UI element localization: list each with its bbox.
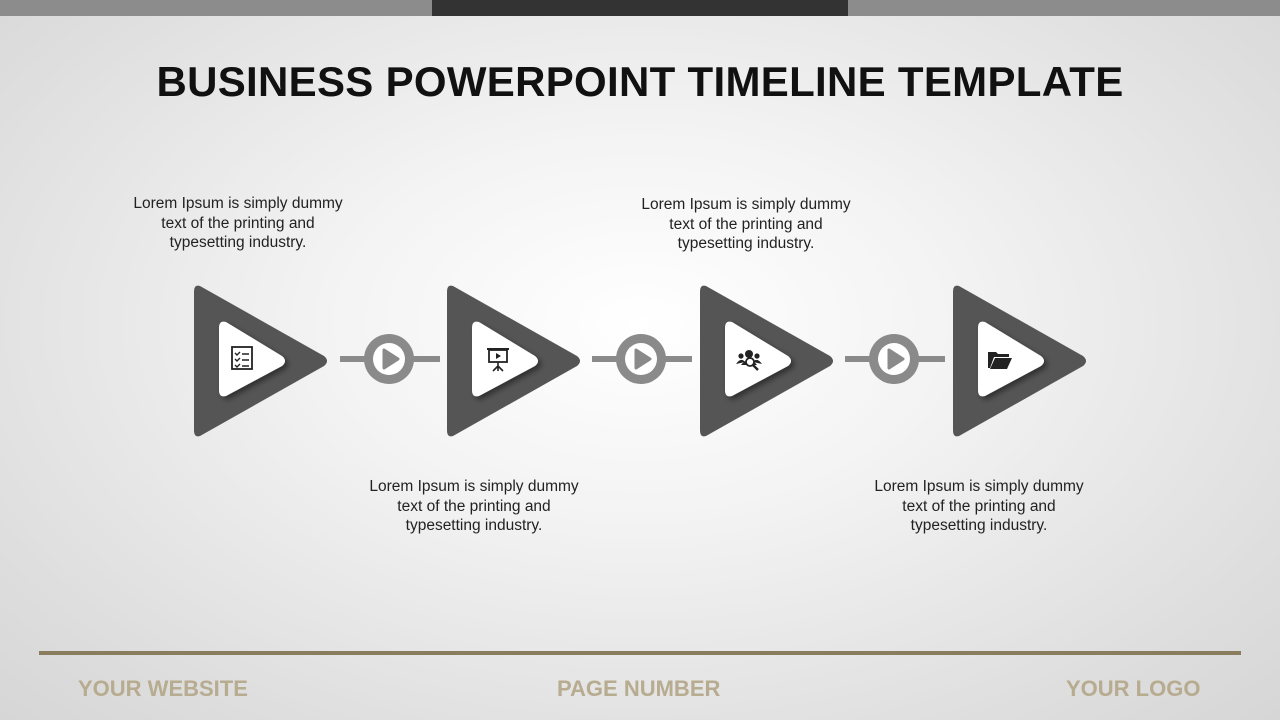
timeline-connector-2 bbox=[592, 334, 692, 384]
step-3-description: Lorem Ipsum is simply dummy text of the … bbox=[641, 196, 851, 252]
footer-website: YOUR WEBSITE bbox=[78, 676, 248, 701]
team-search-icon bbox=[736, 350, 762, 371]
step-1-description: Lorem Ipsum is simply dummy text of the … bbox=[133, 195, 343, 251]
timeline-arrow-1 bbox=[194, 285, 327, 437]
step-2-description: Lorem Ipsum is simply dummy text of the … bbox=[369, 478, 579, 534]
footer-divider bbox=[39, 651, 1241, 655]
footer-logo: YOUR LOGO bbox=[1066, 676, 1201, 701]
presentation-board-icon bbox=[487, 348, 509, 372]
timeline-arrow-3 bbox=[700, 285, 833, 437]
top-bar-center bbox=[432, 0, 848, 16]
top-bar-left bbox=[0, 0, 432, 16]
timeline-connector-3 bbox=[845, 334, 945, 384]
step-4-description: Lorem Ipsum is simply dummy text of the … bbox=[874, 478, 1084, 534]
open-folder-icon bbox=[988, 352, 1012, 369]
top-bar-right bbox=[848, 0, 1280, 16]
timeline-arrow-4 bbox=[953, 285, 1086, 437]
footer-page-number: PAGE NUMBER bbox=[557, 676, 721, 701]
timeline-arrow-2 bbox=[447, 285, 580, 437]
page-title: BUSINESS POWERPOINT TIMELINE TEMPLATE bbox=[156, 58, 1124, 105]
checklist-icon bbox=[231, 346, 253, 370]
timeline-connector-1 bbox=[340, 334, 440, 384]
